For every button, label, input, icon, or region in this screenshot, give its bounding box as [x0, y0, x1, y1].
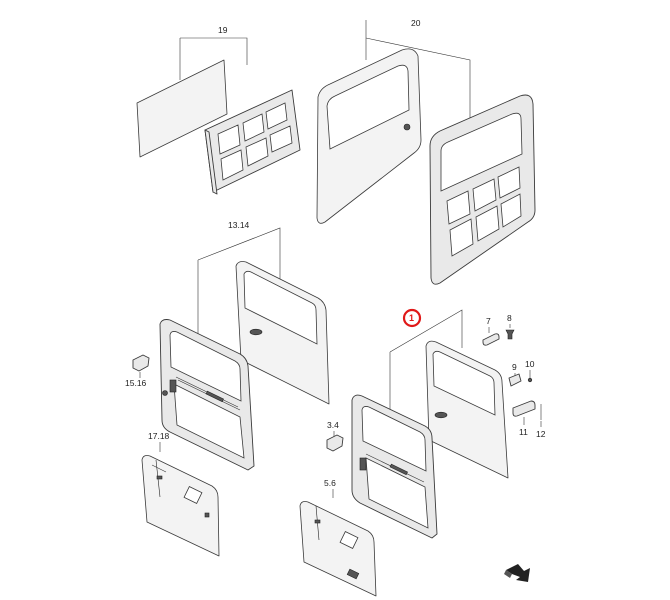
label-12: 12: [536, 429, 546, 439]
label-19: 19: [218, 25, 228, 35]
leader-1: [389, 309, 463, 420]
callout-ring-1: [402, 308, 422, 328]
label-8: 8: [507, 313, 512, 323]
part-19-group: 19: [136, 25, 301, 195]
hinge-left[interactable]: [132, 354, 150, 372]
part-1-group: 1: [389, 308, 509, 479]
check-arm[interactable]: [512, 400, 536, 417]
small-parts-group: 7 8 9 10 11 12: [482, 313, 546, 439]
part-5-6-group: 5.6: [299, 478, 377, 597]
leader-20: [365, 20, 471, 130]
part-20-group: 20: [316, 18, 536, 285]
lock-cylinder[interactable]: [482, 333, 500, 346]
label-10: 10: [525, 359, 535, 369]
part-3-4-group: 3.4: [326, 420, 344, 452]
door-trim-panel-right[interactable]: [299, 501, 377, 597]
label-7: 7: [486, 316, 491, 326]
label-3-4: 3.4: [327, 420, 339, 430]
label-5-6: 5.6: [324, 478, 336, 488]
label-13-14: 13.14: [228, 220, 250, 230]
part-15-16-group: 15.16: [125, 354, 150, 388]
door-trim-panel-left[interactable]: [141, 455, 220, 557]
label-11: 11: [519, 427, 528, 437]
leader-13-14: [197, 227, 281, 340]
part-13-14-group: 13.14: [197, 220, 330, 405]
striker-9[interactable]: [508, 373, 522, 387]
bolt-10[interactable]: [527, 377, 533, 383]
front-direction-arrow-icon: [504, 564, 530, 582]
screw-8[interactable]: [505, 329, 515, 340]
hinge-right[interactable]: [326, 434, 344, 452]
label-1: 1: [409, 313, 414, 323]
glass-panel[interactable]: [136, 59, 228, 158]
part-17-18-group: 17.18: [141, 431, 220, 557]
label-20: 20: [411, 18, 421, 28]
label-9: 9: [512, 362, 517, 372]
right-door-assembly: [351, 394, 438, 539]
left-door-assembly: [159, 319, 255, 471]
label-15-16: 15.16: [125, 378, 147, 388]
label-17-18: 17.18: [148, 431, 170, 441]
